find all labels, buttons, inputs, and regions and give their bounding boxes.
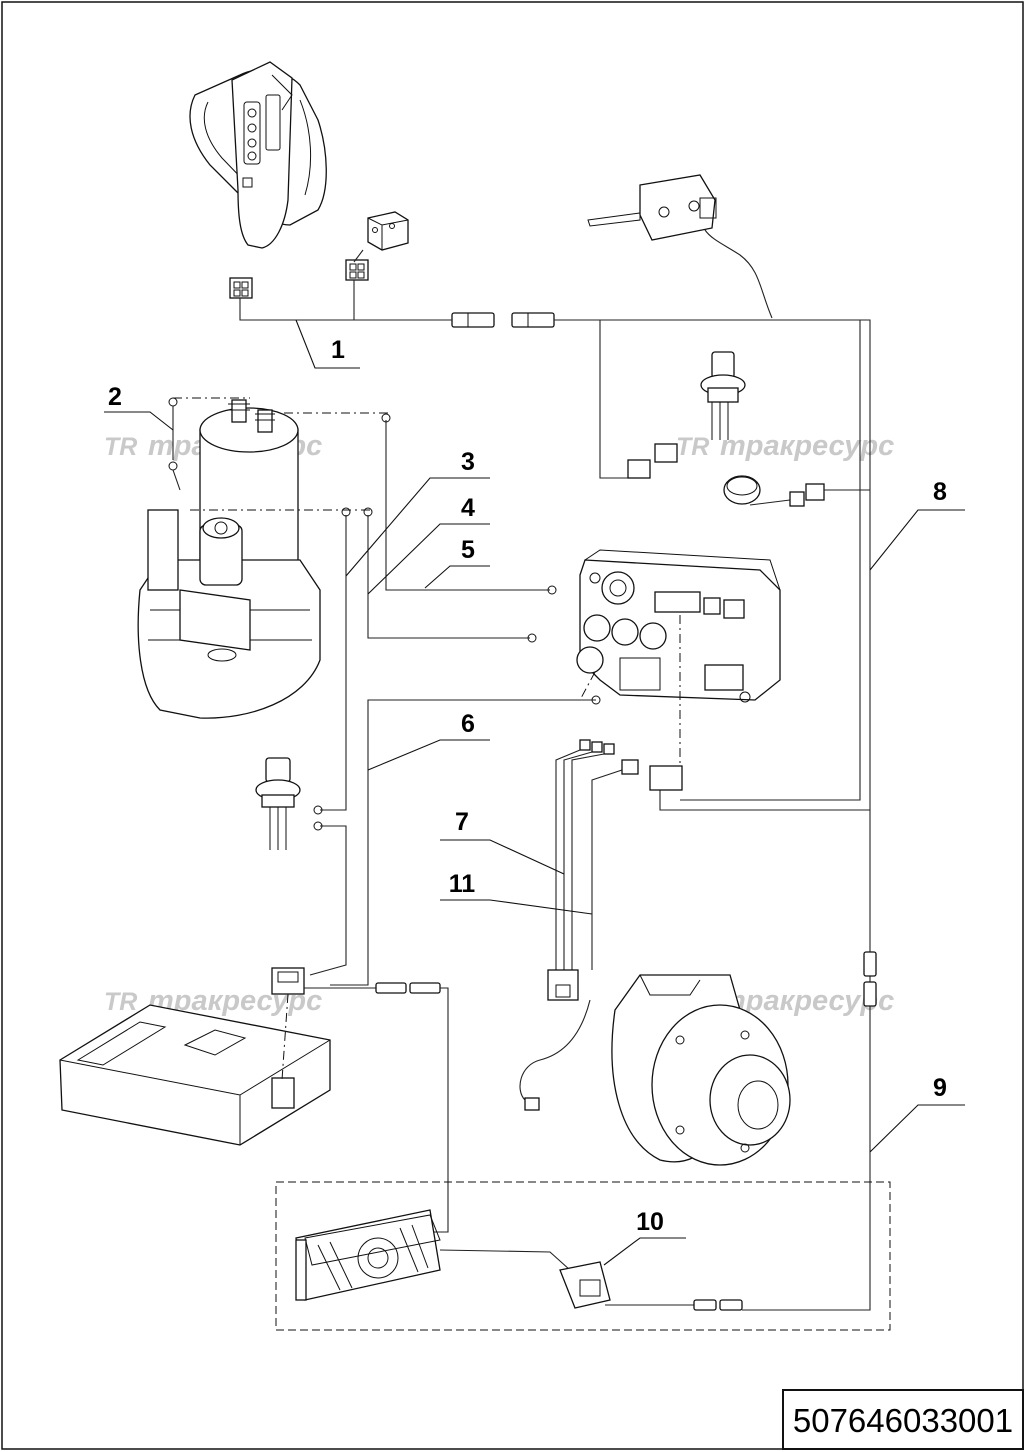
harness-1-wire (239, 298, 452, 321)
callout-2: 2 (108, 383, 122, 411)
inline-connector-pair-3 (693, 1299, 743, 1311)
svg-text:TR: TR (676, 433, 709, 461)
connector-a (229, 277, 253, 299)
battery-connector (271, 967, 305, 995)
inline-connector-pair-2 (375, 982, 441, 994)
connector-d (621, 759, 683, 791)
connector-c (627, 443, 678, 479)
pump-motor (137, 399, 321, 719)
callout-10: 10 (636, 1208, 664, 1236)
connector-7-end (547, 969, 579, 1001)
callout-9: 9 (933, 1074, 947, 1102)
connector-b (345, 259, 369, 281)
cable-5 (385, 420, 550, 591)
callout-6: 6 (461, 710, 475, 738)
charger-group-boundary (275, 1181, 891, 1331)
callout-3: 3 (461, 448, 475, 476)
sensor-block (367, 211, 409, 251)
key-switch-left (255, 757, 301, 850)
battery-box (59, 1004, 331, 1146)
svg-text:TR: TR (104, 433, 137, 461)
drive-motor (611, 974, 791, 1166)
charger-unit (295, 1209, 441, 1301)
inline-connector-right-1 (863, 951, 877, 977)
inline-connector-pair-1 (451, 312, 555, 328)
micro-switch (587, 174, 717, 241)
callout-7: 7 (455, 808, 469, 836)
cable-3 (320, 515, 347, 811)
cable-6 (330, 699, 596, 986)
buzzer (723, 475, 870, 507)
key-switch-top (700, 351, 746, 440)
tiller-handle (189, 61, 327, 249)
title-block: 507646033001 (782, 1389, 1024, 1450)
motor-controller (576, 549, 781, 703)
harness-9-wire (742, 810, 871, 1311)
inline-connector-right-2 (863, 981, 877, 1007)
callout-8: 8 (933, 478, 947, 506)
cable-4 (367, 515, 530, 639)
terminal-set-7 (579, 739, 615, 755)
drawing-number: 507646033001 (793, 1402, 1013, 1439)
callout-5: 5 (461, 536, 475, 564)
callout-4: 4 (461, 494, 475, 522)
callout-11: 11 (449, 870, 476, 898)
connector-11-end (524, 1097, 540, 1111)
watermark-2: TR тракресурс (676, 430, 894, 462)
svg-text:TR: TR (104, 988, 137, 1016)
callout-1: 1 (331, 336, 345, 364)
battery-cable-2 (168, 397, 181, 491)
svg-text:тракресурс: тракресурс (720, 430, 894, 462)
charger-socket (559, 1261, 611, 1309)
